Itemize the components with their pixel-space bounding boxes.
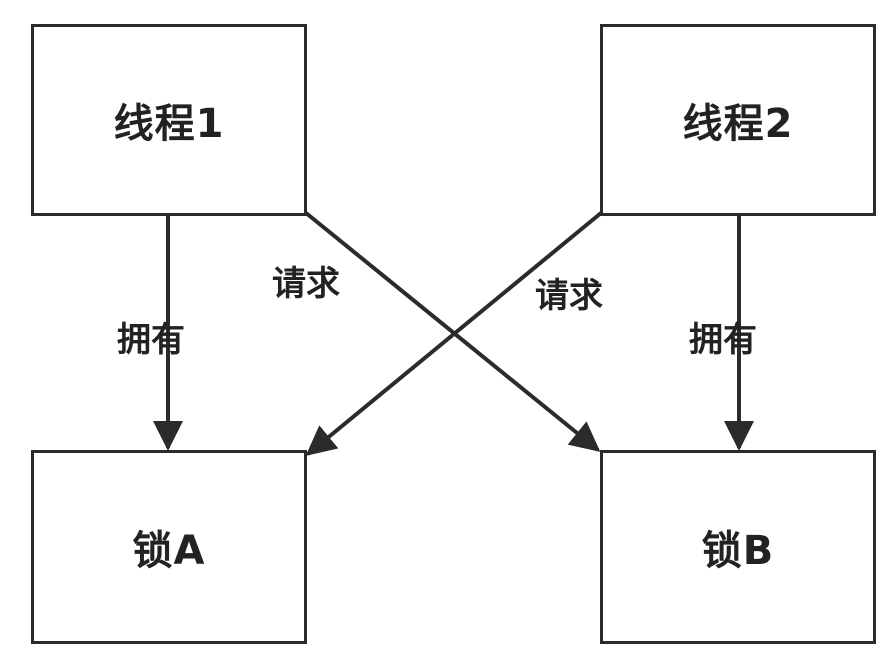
label-thread2-requests: 请求 bbox=[535, 276, 603, 316]
edge-thread1-requests-lockB bbox=[304, 211, 601, 452]
lockB-label: 锁B bbox=[701, 528, 775, 574]
lockA-box: 锁A bbox=[31, 450, 307, 644]
label-thread1-requests: 请求 bbox=[272, 264, 340, 304]
thread1-label: 线程1 bbox=[113, 101, 225, 147]
lockA-label: 锁A bbox=[132, 528, 206, 574]
thread2-box: 线程2 bbox=[600, 24, 876, 216]
label-thread2-owns: 拥有 bbox=[689, 320, 757, 360]
lockB-box: 锁B bbox=[600, 450, 876, 644]
thread1-box: 线程1 bbox=[31, 24, 307, 216]
label-thread1-owns: 拥有 bbox=[117, 320, 185, 360]
edge-thread2-requests-lockA bbox=[305, 211, 603, 456]
thread2-label: 线程2 bbox=[682, 101, 794, 147]
